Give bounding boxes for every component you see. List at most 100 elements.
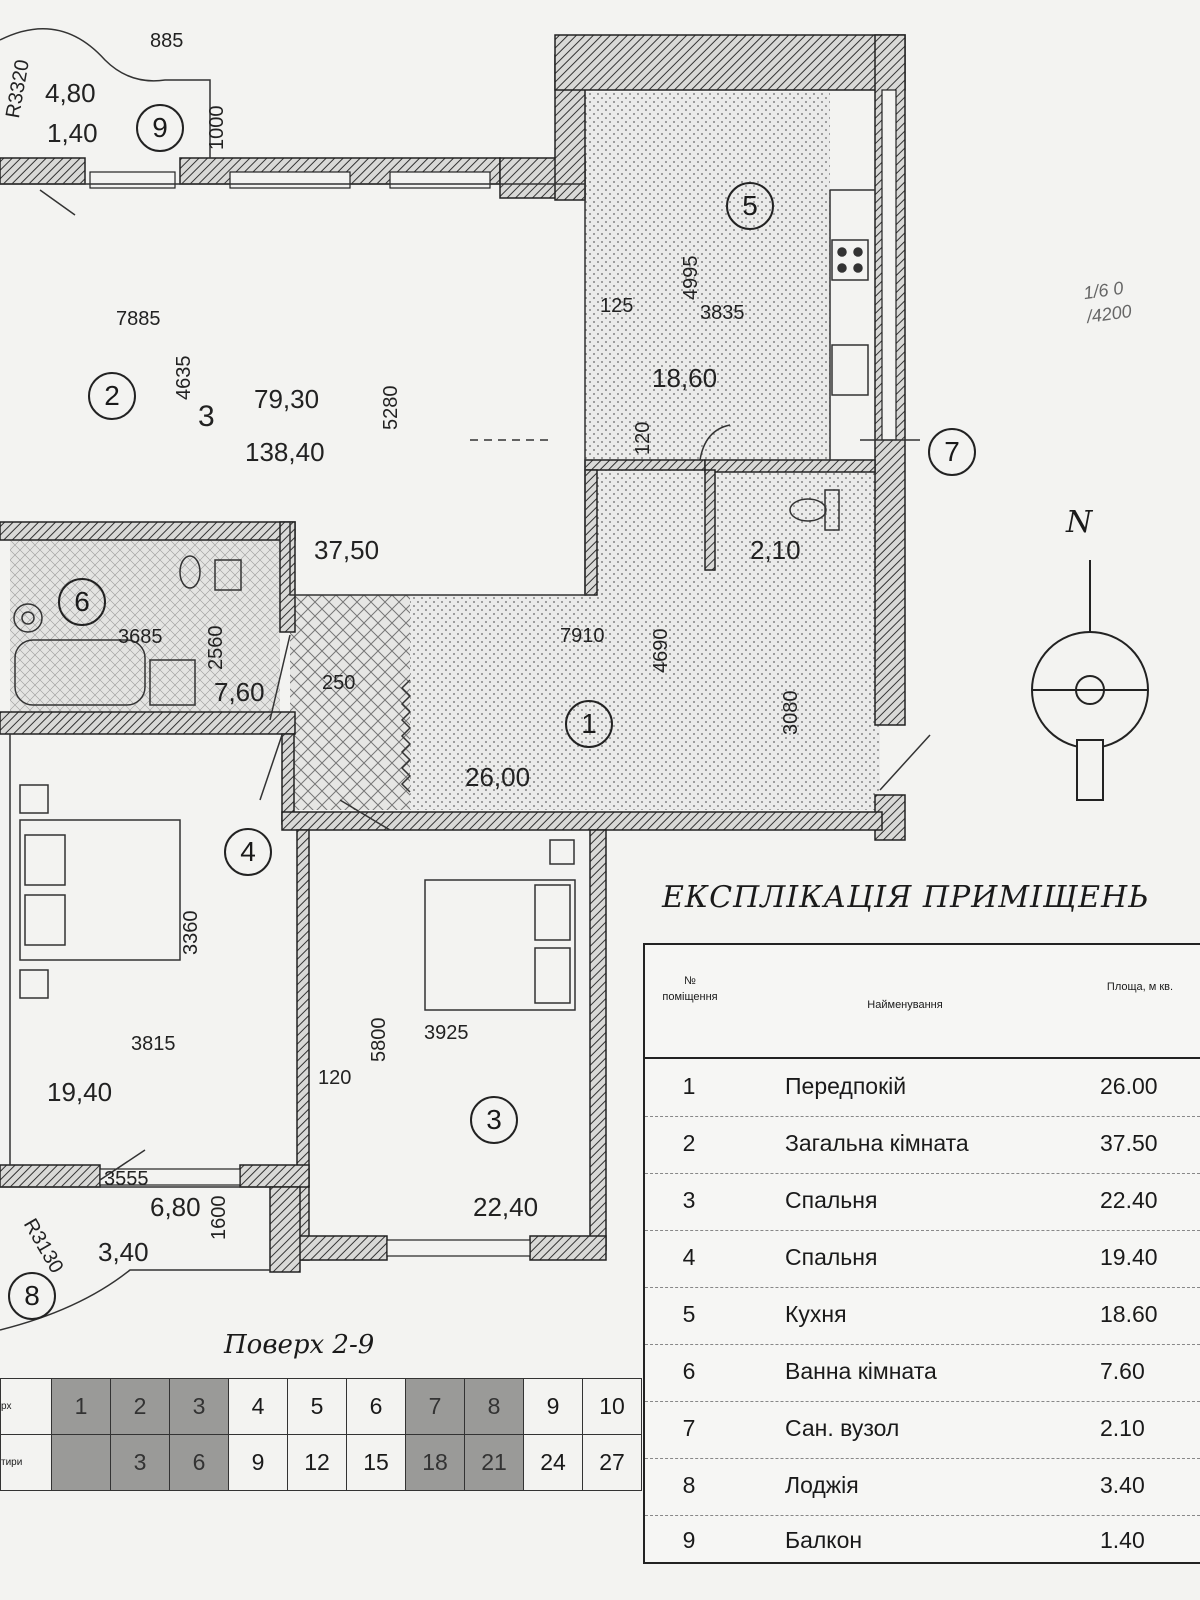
dim-4690: 4690 xyxy=(650,628,672,674)
floor-cell: 7 xyxy=(405,1378,465,1435)
dim-3360: 3360 xyxy=(180,910,202,956)
kitchen-floor xyxy=(585,92,830,462)
room-marker-3: 3 xyxy=(470,1096,518,1144)
window-top-mid xyxy=(229,171,351,189)
window-east xyxy=(881,89,897,441)
dim-120-b: 120 xyxy=(632,421,654,455)
dim-5800: 5800 xyxy=(368,1017,390,1063)
floor-cell: 4 xyxy=(228,1378,288,1435)
room-1-area: 26,00 xyxy=(465,762,531,792)
room-marker-7: 7 xyxy=(928,428,976,476)
wc-left-wall xyxy=(704,469,716,571)
wc-wall xyxy=(704,459,876,473)
bed4-bottom-wall-right xyxy=(239,1164,310,1188)
bed3-pillow-2 xyxy=(534,947,571,1004)
room-marker-1: 1 xyxy=(565,700,613,748)
dim-7910: 7910 xyxy=(560,625,605,647)
row-area: 19.40 xyxy=(1100,1244,1158,1270)
total-living-area: 79,30 xyxy=(254,384,320,414)
hallway-upper-floor xyxy=(595,470,880,595)
row-number: 4 xyxy=(682,1244,696,1270)
floor-cell: 6 xyxy=(346,1378,406,1435)
furniture xyxy=(13,239,869,1011)
room-marker-4: 4 xyxy=(224,828,272,876)
dim-5280: 5280 xyxy=(380,385,402,431)
bath-bottom-wall xyxy=(0,711,296,735)
dim-3815: 3815 xyxy=(131,1033,176,1055)
bath-washer-inner xyxy=(21,611,35,625)
row-number: 1 xyxy=(682,1073,696,1099)
dim-120-a: 120 xyxy=(318,1067,352,1089)
dim-4995: 4995 xyxy=(680,255,702,301)
header-area: Площа, м кв. xyxy=(1106,981,1174,993)
wc-toilet-tank xyxy=(824,489,840,531)
row-name: Спальня xyxy=(785,1187,878,1213)
dim-4635: 4635 xyxy=(173,355,195,401)
room-3-area: 22,40 xyxy=(473,1192,539,1222)
floor-table: рх 1 2 3 4 5 6 7 8 9 10 тири 3 6 9 12 15… xyxy=(0,1378,642,1491)
row-area: 22.40 xyxy=(1100,1187,1158,1213)
explication-header: № поміщення Найменування Площа, м кв. xyxy=(645,945,1200,1059)
north-label: N xyxy=(1066,505,1093,540)
row-number: 7 xyxy=(682,1415,696,1441)
interior-lines xyxy=(0,28,931,1331)
row-name: Спальня xyxy=(785,1244,878,1270)
hallway-parquet xyxy=(290,595,410,810)
room-5-area: 18,60 xyxy=(652,363,718,393)
loggia-total: 6,80 xyxy=(150,1192,201,1222)
apartment-cell: 27 xyxy=(582,1434,642,1491)
bath-bidet xyxy=(214,559,242,591)
room-marker-2: 2 xyxy=(88,372,136,420)
door-swing-1 xyxy=(269,634,291,721)
room-9-area: 1,40 xyxy=(47,118,98,148)
bed4-bottom-wall xyxy=(0,1164,101,1188)
kitchen-cabinets xyxy=(829,189,875,460)
floor-cell: 10 xyxy=(582,1378,642,1435)
stove xyxy=(831,239,869,281)
bed3-bottom-wall-right xyxy=(529,1235,607,1261)
row-area: 18.60 xyxy=(1100,1301,1158,1327)
apartment-cell xyxy=(51,1434,111,1491)
row-area: 37.50 xyxy=(1100,1130,1158,1156)
bed4-bed xyxy=(19,819,181,961)
apartment-cell: 6 xyxy=(169,1434,229,1491)
dim-3685: 3685 xyxy=(118,626,163,648)
room-marker-9: 9 xyxy=(136,104,184,152)
door-swing-4 xyxy=(699,424,731,461)
hallway-floor xyxy=(410,595,880,810)
apartment-row-label: тири xyxy=(0,1434,52,1491)
dim-1000: 1000 xyxy=(206,105,228,151)
floor-row: рх 1 2 3 4 5 6 7 8 9 10 xyxy=(0,1378,642,1435)
handwritten-note: 1/6 0 /4200 xyxy=(1082,275,1133,329)
entry-door xyxy=(879,734,931,791)
room-2-area: 37,50 xyxy=(314,535,380,565)
explication-title: ЕКСПЛІКАЦІЯ ПРИМІЩЕНЬ xyxy=(662,880,1150,915)
balcony-9 xyxy=(0,28,211,158)
bed3-nightstand xyxy=(549,839,575,865)
bath-sink xyxy=(149,659,196,706)
row-name: Кухня xyxy=(785,1301,847,1327)
apartment-row: тири 3 6 9 12 15 18 21 24 27 xyxy=(0,1434,642,1491)
row-name: Загальна кімната xyxy=(785,1130,969,1156)
row-name: Балкон xyxy=(785,1527,863,1553)
row-name: Сан. вузол xyxy=(785,1415,900,1441)
compass-needle-s xyxy=(1076,739,1104,801)
room-count: 3 xyxy=(198,400,215,433)
dim-3925: 3925 xyxy=(424,1022,469,1044)
room-4-area: 19,40 xyxy=(47,1077,113,1107)
bed3-bottom-wall xyxy=(296,1235,388,1261)
zigzag-divider xyxy=(400,679,412,793)
dim-1600: 1600 xyxy=(208,1195,230,1241)
living-room-outline xyxy=(0,183,586,596)
header-name: Найменування xyxy=(867,999,943,1011)
stove-burner-2 xyxy=(853,247,863,257)
door-swing-2 xyxy=(259,734,283,801)
loggia-wall xyxy=(269,1186,301,1273)
header-number: № поміщення xyxy=(662,975,718,1003)
wc-toilet xyxy=(789,498,827,522)
floor-cell: 1 xyxy=(51,1378,111,1435)
table-row: 4 Спальня 19.40 xyxy=(645,1230,1200,1288)
